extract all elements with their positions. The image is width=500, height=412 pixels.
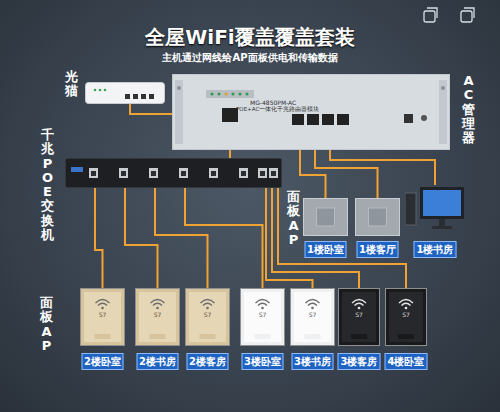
room-tag: 1楼卧室 [304,241,347,258]
room-tag: 2楼卧室 [81,353,124,370]
room-tag: 1楼书房 [414,241,457,258]
network-cable [95,188,103,288]
vertical-label: 千兆POE交换机 [41,128,54,242]
room-tag: 3楼客房 [338,353,381,370]
network-cable [272,188,359,288]
room-tag: 1楼客厅 [356,241,399,258]
device-print: MG-4850PM-AC [250,99,296,106]
room-tag: 3楼书房 [291,353,334,370]
room-tag: 4楼卧室 [385,353,428,370]
room-tag: 3楼卧室 [241,353,284,370]
diagram-title: 全屋WiFi覆盖覆盖套装 [0,24,500,51]
subtitle: 主机通过网线给AP面板供电和传输数据 [0,52,500,64]
device-print: S7 [385,311,427,318]
vertical-label: AC管理器 [462,74,475,145]
room-tag: 2楼书房 [136,353,179,370]
device-art [355,198,400,236]
network-cable [330,150,435,185]
device-gray: 1楼客厅 [355,198,400,236]
device-modem: 光猫 [85,82,165,104]
device-print: S7 [338,311,380,318]
vertical-label: 光猫 [65,70,78,99]
vertical-label: 面板AP [40,296,53,353]
device-print: POE+AC一体化千兆路由器模块 [236,106,319,113]
device-print: S7 [240,311,285,318]
device-art [303,198,348,236]
device-switch: 千兆POE交换机 [65,158,282,188]
network-cable [315,150,378,198]
device-print: S7 [135,311,180,318]
device-print: S7 [185,311,230,318]
device-art [405,185,465,233]
device-art [85,82,165,104]
network-cable [230,150,231,158]
device-print: S7 [80,311,125,318]
device-art [65,158,282,188]
network-cable [300,150,326,198]
device-pc: 1楼书房 [405,185,465,233]
device-print: S7 [290,311,335,318]
network-cable [125,188,158,288]
network-cable [155,188,208,288]
network-cable [185,188,263,288]
network-cable [278,188,406,288]
network-cable [130,104,172,114]
room-tag: 2楼客房 [186,353,229,370]
vertical-label: 面板AP [287,190,300,247]
device-gray: 1楼卧室 [303,198,348,236]
